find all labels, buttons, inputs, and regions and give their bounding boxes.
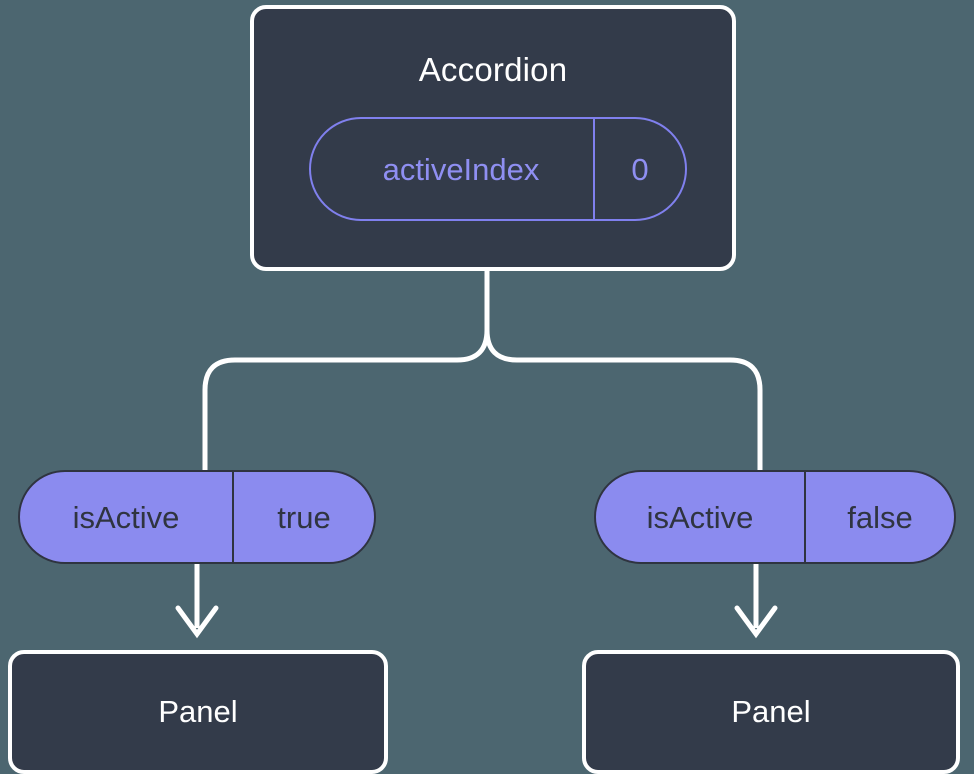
arrow-right-pill-to-panel (734, 563, 778, 639)
panel-node-left[interactable]: Panel (8, 650, 388, 774)
state-pill-divider (593, 119, 595, 219)
prop-pill-is-active-true[interactable]: isActive true (18, 470, 376, 564)
prop-pill-is-active-false[interactable]: isActive false (594, 470, 956, 564)
state-pill-key: activeIndex (382, 151, 540, 187)
panel-label: Panel (731, 694, 811, 729)
state-pill-active-index[interactable]: activeIndex 0 (309, 117, 687, 221)
state-pill-value: 0 (631, 151, 649, 187)
panel-label: Panel (158, 694, 238, 729)
connector-fork-left (202, 266, 490, 473)
prop-pill-value: false (847, 499, 913, 535)
prop-pill-divider (232, 472, 234, 562)
arrow-left-pill-to-panel (175, 563, 219, 639)
prop-pill-value: true (277, 499, 331, 535)
connector-fork-right (484, 266, 763, 473)
accordion-title: Accordion (418, 51, 568, 88)
accordion-component-node[interactable]: Accordion activeIndex 0 (250, 5, 736, 271)
panel-node-right[interactable]: Panel (582, 650, 960, 774)
prop-pill-divider (804, 472, 806, 562)
prop-pill-key: isActive (646, 499, 754, 535)
prop-pill-key: isActive (72, 499, 180, 535)
